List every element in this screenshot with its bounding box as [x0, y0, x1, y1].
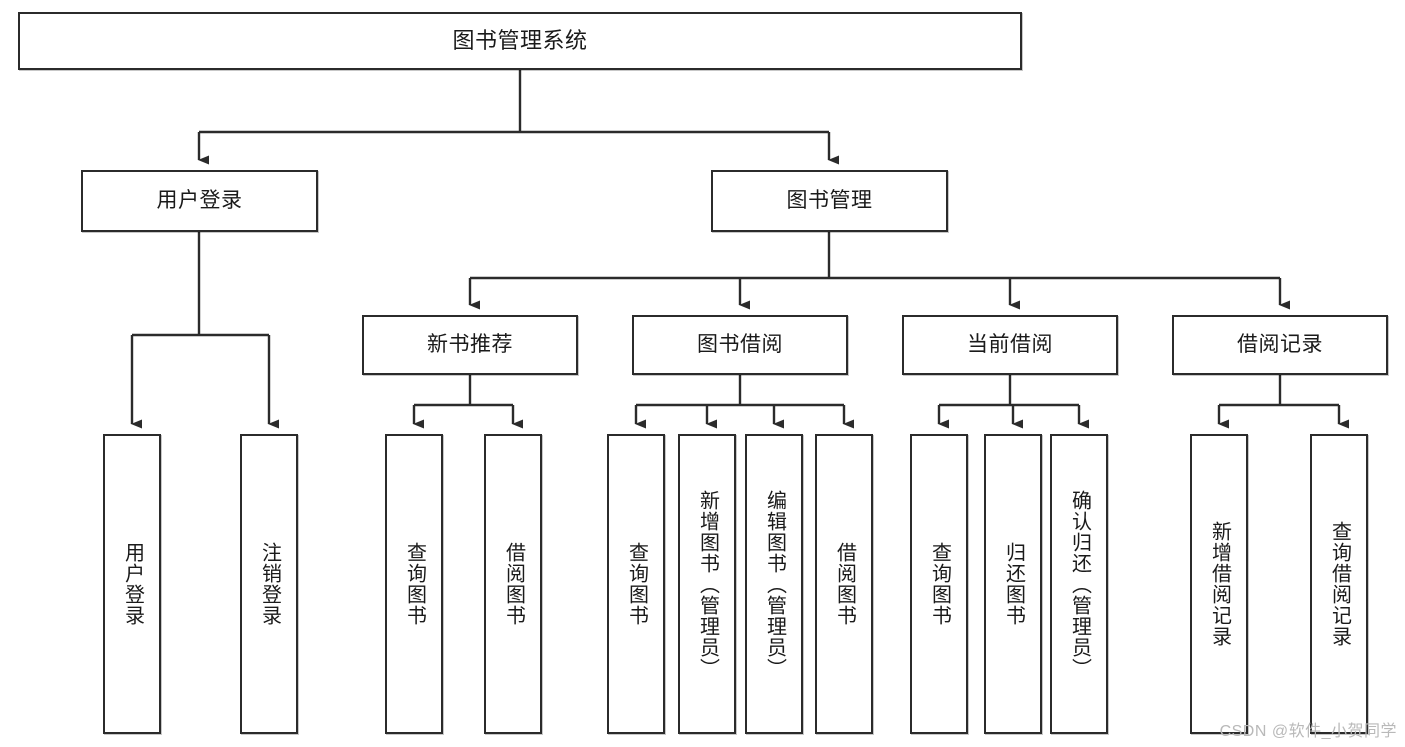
node-leaf-query-book-3[interactable]: 查询图书 — [910, 434, 968, 734]
node-leaf-return-book[interactable]: 归还图书 — [984, 434, 1042, 734]
node-leaf-user-logout[interactable]: 注销登录 — [240, 434, 298, 734]
node-leaf-borrow-book-1-label: 借阅图书 — [502, 542, 525, 626]
node-leaf-confirm-return-admin-label: 确认归还（管理员） — [1068, 489, 1091, 679]
node-leaf-edit-book-admin-label: 编辑图书（管理员） — [763, 489, 786, 679]
node-current-borrow[interactable]: 当前借阅 — [902, 315, 1118, 375]
node-book-borrow[interactable]: 图书借阅 — [632, 315, 848, 375]
node-leaf-edit-book-admin[interactable]: 编辑图书（管理员） — [745, 434, 803, 734]
node-current-borrow-label: 当前借阅 — [967, 332, 1053, 356]
node-leaf-add-book-admin[interactable]: 新增图书（管理员） — [678, 434, 736, 734]
node-root-system[interactable]: 图书管理系统 — [18, 12, 1022, 70]
node-leaf-query-book-2-label: 查询图书 — [625, 542, 648, 626]
node-leaf-query-book-1[interactable]: 查询图书 — [385, 434, 443, 734]
node-borrow-record-label: 借阅记录 — [1237, 332, 1323, 356]
node-book-manage-label: 图书管理 — [786, 188, 873, 212]
node-new-book-recommend[interactable]: 新书推荐 — [362, 315, 578, 375]
node-leaf-borrow-book-2[interactable]: 借阅图书 — [815, 434, 873, 734]
node-leaf-query-book-1-label: 查询图书 — [403, 542, 426, 626]
node-leaf-confirm-return-admin[interactable]: 确认归还（管理员） — [1050, 434, 1108, 734]
node-book-borrow-label: 图书借阅 — [697, 332, 783, 356]
node-user-login[interactable]: 用户登录 — [81, 170, 318, 232]
node-leaf-add-borrow-record-label: 新增借阅记录 — [1208, 521, 1231, 647]
node-root-system-label: 图书管理系统 — [452, 28, 588, 54]
node-leaf-user-login-label: 用户登录 — [121, 542, 144, 626]
node-borrow-record[interactable]: 借阅记录 — [1172, 315, 1388, 375]
node-book-manage[interactable]: 图书管理 — [711, 170, 948, 232]
node-leaf-query-book-2[interactable]: 查询图书 — [607, 434, 665, 734]
node-leaf-query-borrow-record[interactable]: 查询借阅记录 — [1310, 434, 1368, 734]
node-leaf-query-book-3-label: 查询图书 — [928, 542, 951, 626]
node-new-book-recommend-label: 新书推荐 — [427, 332, 513, 356]
node-leaf-query-borrow-record-label: 查询借阅记录 — [1328, 521, 1351, 647]
node-leaf-borrow-book-1[interactable]: 借阅图书 — [484, 434, 542, 734]
node-leaf-user-logout-label: 注销登录 — [258, 542, 281, 626]
node-leaf-add-book-admin-label: 新增图书（管理员） — [696, 489, 719, 679]
node-leaf-add-borrow-record[interactable]: 新增借阅记录 — [1190, 434, 1248, 734]
node-leaf-user-login[interactable]: 用户登录 — [103, 434, 161, 734]
node-leaf-borrow-book-2-label: 借阅图书 — [833, 542, 856, 626]
node-user-login-label: 用户登录 — [156, 188, 243, 212]
watermark: CSDN @软件_小贺同学 — [1219, 723, 1397, 740]
node-leaf-return-book-label: 归还图书 — [1002, 542, 1025, 626]
